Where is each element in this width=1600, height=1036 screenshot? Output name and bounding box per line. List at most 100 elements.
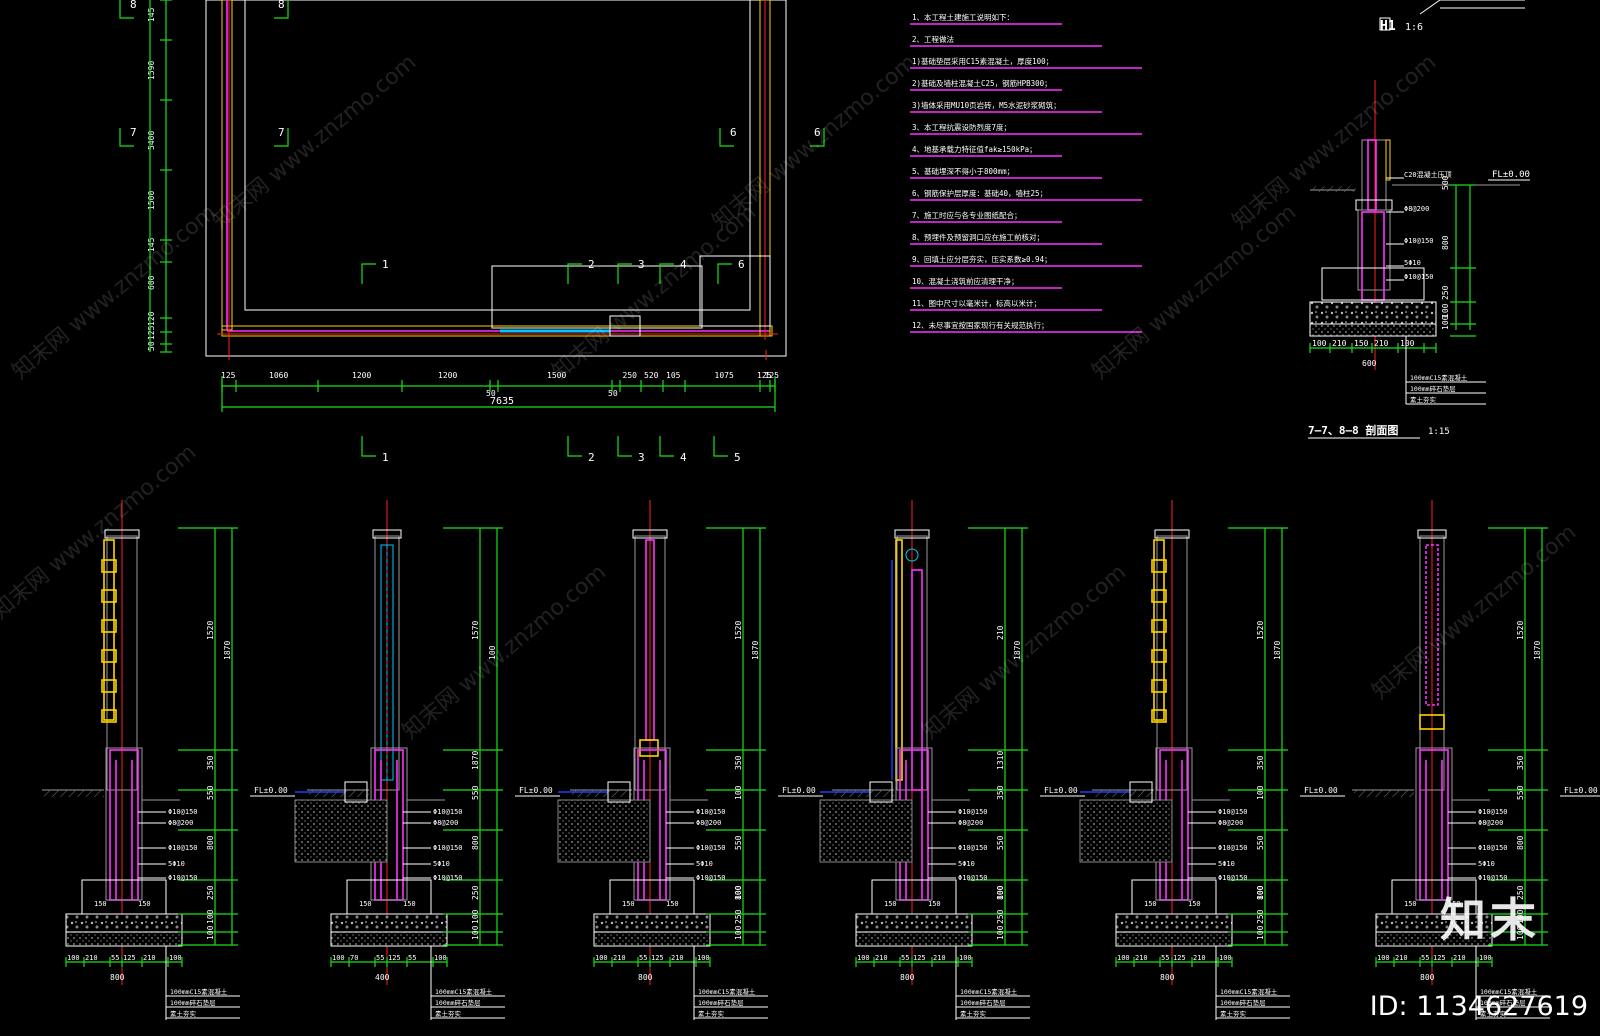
plan-vertical-dimension: 145: [147, 237, 156, 252]
note-line: 3、本工程抗震设防烈度7度；: [912, 122, 1011, 132]
section-dimension: 350: [1256, 755, 1265, 770]
section-7-7-note: 100mmC15素混凝土: [1410, 373, 1468, 382]
section-dimension: 350: [996, 785, 1005, 800]
section-dimension: 1520: [206, 621, 215, 640]
section-bottom-dimension: 100: [1117, 954, 1130, 962]
wall-section: FL±0.0015203501870100550800250100100Φ10@…: [1079, 500, 1345, 1020]
section-dimension: 250: [1516, 885, 1525, 900]
plan-vertical-dimension: 50: [147, 341, 156, 351]
section-rebar-label: Φ10@150: [1478, 808, 1508, 816]
section-bottom-dimension: 55: [408, 954, 416, 962]
section-elevation: FL±0.00: [1044, 786, 1078, 795]
section-7-7-bottom-dimension: 100: [1400, 339, 1415, 348]
section-dimension: 100: [734, 885, 743, 900]
section-bottom-dimension: 210: [1395, 954, 1408, 962]
wall-sections: FL±0.0015203501870550800250100100Φ10@150…: [42, 500, 1600, 1020]
section-rebar-label: Φ10@150: [958, 844, 988, 852]
section-base-note: 100mmC15素混凝土: [960, 987, 1018, 996]
watermark-text: 知末网 www.znzmo.com: [1088, 200, 1301, 385]
section-dimension: 1570: [471, 621, 480, 640]
detail-h1: H1 1:6: [1379, 0, 1525, 34]
watermark-text: 知末网 www.znzmo.com: [1368, 520, 1581, 705]
section-width: 800: [110, 973, 125, 982]
section-base-note: 100mmC15素混凝土: [1480, 987, 1538, 996]
section-footing-dimension: 150: [359, 900, 372, 908]
section-elevation: FL±0.00: [782, 786, 816, 795]
gravel-layer: [1115, 913, 1233, 933]
note-line: 1、本工程土建施工说明如下：: [912, 12, 1014, 22]
section-7-7-label: Φ10@150: [1404, 273, 1434, 281]
plan-horizontal-dimension: 125: [757, 371, 772, 380]
detail-h1-scale: 1:6: [1405, 22, 1423, 33]
section-width: 400: [375, 973, 390, 982]
section-mark-label: 3: [638, 258, 645, 271]
note-line: 7、施工时应与各专业图纸配合；: [912, 210, 1022, 220]
section-7-7-total-width: 600: [1362, 359, 1377, 368]
section-7-7-bottom-dimension: 100: [1312, 339, 1327, 348]
section-elevation: FL±0.00: [519, 786, 553, 795]
section-7-7-dimension: 500: [1441, 175, 1450, 190]
section-rebar-label: Φ10@150: [1218, 808, 1248, 816]
section-dimension: 1520: [1256, 621, 1265, 640]
section-mark-label: 5: [734, 451, 741, 464]
section-mark-label: 1: [382, 451, 389, 464]
section-elevation: FL±0.00: [1564, 786, 1598, 795]
section-mark-label: 6: [738, 258, 745, 271]
section-dimension: 800: [1516, 835, 1525, 850]
section-7-7-title: 7—7、8—8 剖面图: [1308, 423, 1398, 437]
section-7-7-label: Φ10@150: [1404, 237, 1434, 245]
section-base-note: 素土夯实: [698, 1009, 725, 1018]
section-dimension: 100: [734, 785, 743, 800]
section-base-note: 素土夯实: [170, 1009, 197, 1018]
section-rebar-label: Φ8@200: [958, 819, 983, 827]
note-line: 4、地基承载力特征值fak≥150kPa；: [912, 144, 1037, 154]
section-dimension: 1520: [734, 621, 743, 640]
section-rebar-label: Φ10@150: [168, 874, 198, 882]
section-dimension: 1870: [751, 641, 760, 660]
plan-vertical-dimension: 1590: [147, 61, 156, 80]
section-base-note: 100mm碎石垫层: [170, 998, 216, 1007]
soil-block: [1079, 799, 1173, 863]
wall-section: FL±0.0015203501870550800250100100Φ10@150…: [42, 500, 295, 1020]
section-mark-label: 7: [130, 126, 137, 139]
section-footing-dimension: 150: [94, 900, 107, 908]
section-rebar-label: Φ10@150: [433, 844, 463, 852]
wall-section: FL±0.0021013101870350550800250100100Φ10@…: [819, 500, 1085, 1020]
plan-vertical-dimension: 1500: [147, 191, 156, 210]
note-line: 11、图中尺寸以毫米计，标高以米计；: [912, 298, 1041, 308]
section-7-7-dimension: 100: [1441, 315, 1450, 330]
section-dimension: 100: [1256, 785, 1265, 800]
section-7-7-scale: 1:15: [1428, 427, 1450, 437]
section-base-note: 素土夯实: [960, 1009, 987, 1018]
section-bottom-dimension: 100: [434, 954, 447, 962]
general-notes: 1、本工程土建施工说明如下：2、工程做法1)基础垫层采用C15素混凝土，厚度10…: [910, 12, 1142, 333]
section-rebar-label: 5Φ10: [168, 860, 185, 868]
gravel-layer: [593, 913, 711, 933]
section-rebar-label: Φ10@150: [433, 808, 463, 816]
section-base-note: 100mm碎石垫层: [435, 998, 481, 1007]
section-dimension: 350: [734, 755, 743, 770]
soil-block: [557, 799, 651, 863]
section-mark-label: 4: [680, 451, 687, 464]
section-base-note: 素土夯实: [435, 1009, 462, 1018]
section-7-7-bottom-dimension: 150: [1354, 339, 1369, 348]
section-base-note: 100mmC15素混凝土: [435, 987, 493, 996]
plan-vertical-dimension: 145: [147, 7, 156, 22]
wall-section: FL±0.0015203501870100550800250100100Φ10@…: [557, 500, 823, 1020]
section-rebar-label: Φ10@150: [168, 808, 198, 816]
section-mark-label: 6: [730, 126, 737, 139]
section-7-7-label: 5Φ10: [1404, 259, 1421, 267]
section-width: 800: [900, 973, 915, 982]
section-rebar-label: Φ10@150: [696, 808, 726, 816]
section-bottom-dimension: 125: [651, 954, 664, 962]
wall-section: FL±0.0015701870100550800250100100Φ10@150…: [294, 500, 560, 1020]
section-dimension: 800: [1256, 885, 1265, 900]
note-line: 5、基础埋深不得小于800mm；: [912, 166, 1014, 176]
section-7-7-bottom-dimension: 210: [1374, 339, 1389, 348]
plan-horizontal-dimension: 125: [221, 371, 236, 380]
section-rebar-label: Φ8@200: [168, 819, 193, 827]
section-rebar-label: Φ8@200: [433, 819, 458, 827]
section-bottom-dimension: 210: [1193, 954, 1206, 962]
note-line: 8、预埋件及预留洞口应在施工前核对；: [912, 232, 1044, 242]
